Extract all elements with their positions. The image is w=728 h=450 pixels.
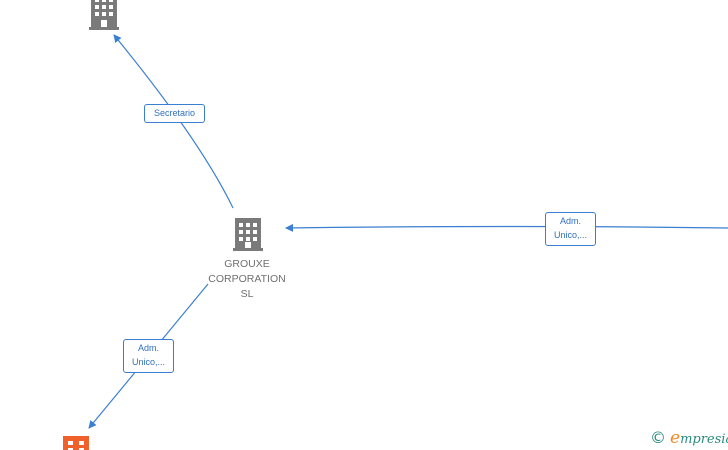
building-icon[interactable]	[89, 0, 119, 30]
edge-label-text: Secretario	[153, 108, 196, 118]
edge-label-adm-right[interactable]: Adm. Unico,...	[545, 212, 596, 246]
edge-label-adm-bottom[interactable]: Adm. Unico,...	[123, 339, 174, 373]
node-label-line: SL	[240, 288, 254, 300]
building-icon[interactable]	[63, 436, 89, 450]
node-label-line: GROUXE	[224, 258, 270, 270]
brand-rest: mpresia	[680, 432, 728, 447]
edge-label-secretario[interactable]: Secretario	[144, 104, 205, 123]
edge-adm-right	[285, 223, 728, 232]
brand-initial: e	[670, 428, 681, 448]
node-label-grouxe-corporation[interactable]: GROUXE CORPORATION SL	[198, 257, 296, 302]
copyright-icon: ©	[650, 428, 666, 447]
edge-label-text: Adm.	[137, 343, 159, 353]
edge-label-text: Unico,...	[131, 357, 165, 367]
edge-label-text: Unico,...	[553, 230, 587, 240]
edge-label-text: Adm.	[559, 216, 581, 226]
brand-wordmark: empresia	[670, 428, 728, 448]
node-label-line: CORPORATION	[208, 273, 286, 285]
edge-secretario	[113, 34, 234, 209]
building-icon[interactable]	[233, 218, 263, 251]
empresia-logo: © empresia	[650, 428, 728, 448]
